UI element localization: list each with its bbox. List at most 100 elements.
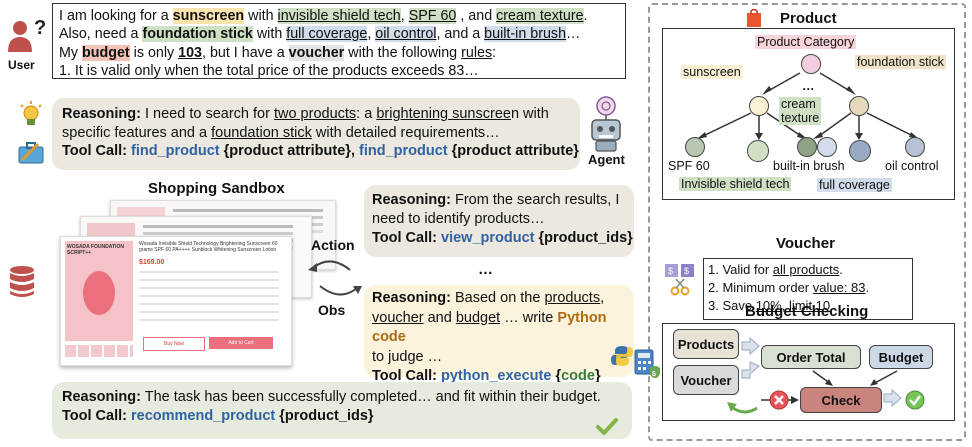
screenshot-lines: [143, 225, 293, 228]
user-label: User: [8, 58, 35, 72]
query-text: is only: [129, 44, 179, 61]
approve-check-icon: [905, 390, 925, 410]
query-text: , but I have a: [202, 44, 289, 61]
reasoning-label: Reasoning:: [372, 290, 451, 306]
query-voucher: voucher: [288, 44, 345, 61]
budget-voucher-node: Voucher: [673, 365, 739, 395]
step4-text: The task has been successfully completed…: [140, 389, 601, 405]
step3-products: products: [544, 290, 601, 306]
step3-text: and: [423, 309, 456, 326]
step3-budget: budget: [455, 309, 501, 326]
tool-call-label: Tool Call:: [372, 368, 437, 384]
tree-shield-label: Invisible shield tech: [679, 177, 792, 191]
query-text: My: [59, 44, 83, 61]
reasoning-step-find: Reasoning: I need to search for two prod…: [52, 98, 580, 170]
query-text: ,: [367, 26, 376, 43]
tree-coverage-node: [849, 140, 871, 162]
step1-line-1: Reasoning: I need to search for two prod…: [62, 105, 570, 124]
tree-sunscreen-node: [749, 96, 769, 116]
query-text: ,: [400, 8, 409, 24]
product-page-screenshot: WOSADA FOUNDATION SCRIPT++ Wosada Invisi…: [60, 236, 292, 366]
product-options: [139, 271, 279, 321]
right-panel: [648, 3, 966, 441]
query-shield-tech: invisible shield tech: [277, 8, 401, 24]
budget-budget-node: Budget: [869, 345, 933, 369]
query-sunscreen: sunscreen: [172, 8, 245, 24]
user-query-box: I am looking for a sunscreen with invisi…: [52, 3, 626, 79]
query-text: Also, need a: [59, 26, 143, 43]
step1-text: specific features and a: [62, 124, 212, 141]
tool-fn-view-product: view_product: [441, 230, 535, 246]
tool-call-label: Tool Call:: [372, 230, 437, 246]
query-text: , and a: [436, 26, 485, 43]
checkmark-icon: [596, 417, 618, 437]
tool-fn-recommend-product: recommend_product: [131, 408, 276, 424]
reasoning-label: Reasoning:: [62, 106, 141, 122]
product-image: WOSADA FOUNDATION SCRIPT++: [65, 241, 133, 341]
voucher-text: .: [839, 262, 843, 277]
reasoning-step-recommend: Reasoning: The task has been successfull…: [52, 382, 632, 439]
tree-brush-label: built-in brush: [773, 159, 845, 173]
tree-sunscreen-label: sunscreen: [681, 65, 743, 79]
voucher-text: 2. Minimum order: [708, 280, 813, 295]
product-category-tree: Product Category sunscreen foundation st…: [662, 28, 955, 200]
svg-text:$: $: [684, 266, 689, 276]
agent-robot-icon: [584, 95, 628, 153]
calculator-money-icon: $: [633, 348, 661, 380]
tree-brush-node: [817, 137, 837, 157]
sandbox-title: Shopping Sandbox: [148, 180, 285, 197]
buy-now-button[interactable]: Buy Now: [143, 337, 205, 351]
step3-text: ,: [600, 290, 605, 306]
tool-arg: {product attribute}: [447, 143, 579, 159]
step1-foundation: foundation stick: [211, 124, 312, 141]
shopping-bag-icon: [746, 8, 762, 28]
step4-line-1: Reasoning: The task has been successfull…: [62, 388, 622, 407]
step1-text: I need to search for: [140, 106, 274, 122]
tool-arg: {product_ids}: [275, 408, 374, 424]
tree-oil-node: [905, 137, 925, 157]
query-line-3: My budget is only 103, but I have a vouc…: [59, 44, 619, 62]
voucher-text: 3. Save: [708, 298, 756, 313]
action-label: Action: [311, 237, 355, 253]
tree-edges: [697, 72, 919, 140]
step2-text-block: Reasoning: From the search results, I ne…: [372, 191, 626, 229]
query-cream-texture: cream texture: [496, 8, 584, 24]
svg-text:?: ?: [34, 17, 46, 39]
tool-call-label: Tool Call:: [62, 408, 127, 424]
voucher-text: 1. Valid for: [708, 262, 773, 277]
tool-arg: {product_ids}: [534, 230, 633, 246]
step1-text: n with: [510, 106, 549, 122]
tree-foundation-label: foundation stick: [855, 55, 946, 69]
voucher-min-order: value: 83: [812, 280, 866, 295]
product-thumbs: [65, 345, 133, 357]
query-oil-control: oil control: [375, 26, 437, 43]
voucher-panel-title: Voucher: [776, 235, 835, 252]
step2-text: From the search results, I need to ident…: [372, 192, 620, 227]
query-text: …: [566, 26, 581, 43]
step3-text: Based on the: [450, 290, 545, 306]
voucher-text: .: [830, 298, 834, 313]
query-text: :: [492, 44, 497, 61]
budget-check-node: Check: [800, 387, 882, 413]
python-logo-icon: [611, 345, 633, 367]
tool-call-label: Tool Call:: [62, 143, 127, 159]
tree-coverage-label: full coverage: [817, 178, 892, 192]
step4-tool-line: Tool Call: recommend_product {product_id…: [62, 407, 622, 426]
add-to-cart-button[interactable]: Add to Cart: [209, 337, 273, 349]
scissors-coupon-icon: $ $: [664, 263, 696, 297]
tool-brace-open: {: [555, 368, 562, 384]
query-rules: rules: [461, 44, 493, 61]
step1-two-products: two products: [273, 106, 357, 122]
step1-sunscreen: brightening sunscree: [376, 106, 511, 122]
step3-line-2: voucher and budget … write Python code: [372, 309, 626, 348]
voucher-text: .: [865, 280, 870, 295]
product-title: WOSADA FOUNDATION SCRIPT++: [67, 244, 124, 256]
query-text: with the following: [344, 44, 462, 61]
step1-text: : a: [356, 106, 377, 122]
voucher-rule-3: 3. Save 10%, limit 10.: [708, 297, 908, 315]
reject-x-icon: [769, 390, 789, 410]
ellipsis: …: [478, 261, 493, 278]
tool-fn-find-product-2: find_product: [359, 143, 448, 159]
svg-text:$: $: [652, 371, 656, 378]
